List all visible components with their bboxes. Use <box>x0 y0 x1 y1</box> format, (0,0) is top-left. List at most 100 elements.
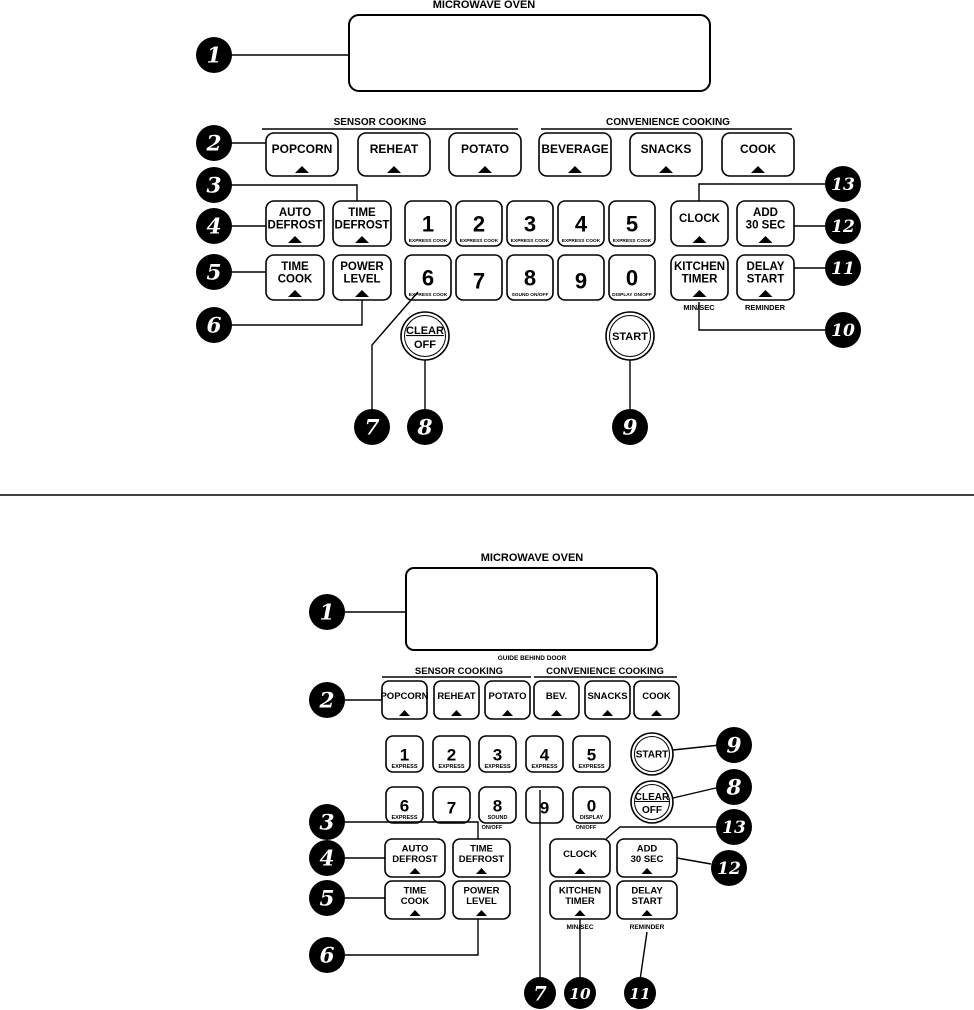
panel1-clock-button-label: CLOCK <box>679 213 721 225</box>
panel1-start-button[interactable]: START <box>605 311 655 361</box>
panel2-callout-10-number: 10 <box>569 985 591 1003</box>
panel2-time-defrost-button-label-line2: DEFROST <box>459 854 505 865</box>
panel1-time-cook-button-label-line2: COOK <box>278 273 313 285</box>
panel2-bev-button-label: BEV. <box>546 691 567 702</box>
panel2-sensor-cooking-header: SENSOR COOKING <box>415 666 503 677</box>
panel1-kitchen-timer-button-label-line1: KITCHEN <box>674 261 725 273</box>
indicator-arrow-icon <box>288 290 302 297</box>
panel1-number-key-4-digit: 4 <box>575 212 588 237</box>
panel1-number-key-9-digit: 9 <box>575 268 587 293</box>
panel2-title: MICROWAVE OVEN <box>481 552 584 564</box>
panel2-number-key-7[interactable]: 7 <box>432 786 471 824</box>
panel2-callout-8-number: 8 <box>725 776 741 801</box>
panel2-auto-defrost-button-label-line2: DEFROST <box>392 854 438 865</box>
leader-line <box>230 184 358 201</box>
panel1-callout-3-number: 3 <box>206 174 221 199</box>
panel2-convenience-cooking-header: CONVENIENCE COOKING <box>546 666 664 677</box>
panel2-cook-button[interactable]: COOK <box>633 680 680 720</box>
indicator-arrow-icon <box>295 166 309 173</box>
panel1-callout-2-number: 2 <box>205 132 221 157</box>
panel1-number-key-2-caption: EXPRESS COOK <box>460 238 499 244</box>
panel2-snacks-button-label: SNACKS <box>587 691 627 702</box>
panel1-number-key-0-caption: DISPLAY ON/OFF <box>612 292 652 298</box>
leader-line <box>698 183 825 201</box>
panel1-number-key-4-caption: EXPRESS COOK <box>562 238 601 244</box>
panel1-callout-12: 12 <box>825 208 861 244</box>
panel1-number-key-7-digit: 7 <box>473 268 485 293</box>
panel2-callout-13: 13 <box>716 809 752 845</box>
indicator-arrow-icon <box>602 710 613 716</box>
panel1-number-key-9[interactable]: 9 <box>557 254 605 301</box>
panel1-callout-13: 13 <box>825 166 861 202</box>
panel1-add-30-sec-button-label-line2: 30 SEC <box>746 219 786 231</box>
panel2-popcorn-button-label: POPCORN <box>380 691 428 702</box>
panel1-snacks-button[interactable]: SNACKS <box>629 132 703 177</box>
panel2-snacks-button[interactable]: SNACKS <box>584 680 631 720</box>
panel2-number-key-9[interactable]: 9 <box>525 786 564 824</box>
panel1-popcorn-button[interactable]: POPCORN <box>265 132 339 177</box>
panel2-clock-button[interactable]: CLOCK <box>549 838 611 878</box>
indicator-arrow-icon <box>478 166 492 173</box>
panel1-callout-7-number: 7 <box>364 416 379 441</box>
panel2-callout-2-number: 2 <box>318 689 334 714</box>
panel1-callout-1-number: 1 <box>206 44 221 69</box>
panel1-cook-button[interactable]: COOK <box>721 132 795 177</box>
panel1-number-key-7[interactable]: 7 <box>455 254 503 301</box>
panel2-reheat-button[interactable]: REHEAT <box>433 680 480 720</box>
panel2-power-level-button-label-line1: POWER <box>464 886 500 897</box>
panel1-clock-button[interactable]: CLOCK <box>670 200 729 247</box>
panel1-reheat-button[interactable]: REHEAT <box>357 132 431 177</box>
panel1-number-key-5-caption: EXPRESS COOK <box>613 238 652 244</box>
panel2-start-button[interactable]: START <box>630 732 674 776</box>
panel1-kitchen-timer-button-label-line2: TIMER <box>682 273 718 285</box>
panel1-beverage-button[interactable]: BEVERAGE <box>538 132 612 177</box>
panel1-potato-button[interactable]: POTATO <box>448 132 522 177</box>
panel1-auto-defrost-button-label-line1: AUTO <box>279 207 311 219</box>
panel2-potato-button[interactable]: POTATO <box>484 680 531 720</box>
panel2-auto-defrost-button-label-line1: AUTO <box>402 844 429 855</box>
panel2-number-key-6-caption: EXPRESS <box>392 815 418 821</box>
panel1-callout-10: 10 <box>825 312 861 348</box>
panel1-time-defrost-button-label-line1: TIME <box>348 207 376 219</box>
indicator-arrow-icon <box>574 868 586 874</box>
panel2-callout-4-number: 4 <box>319 847 334 872</box>
panel2-number-key-0-caption: DISPLAY <box>580 815 604 821</box>
panel2-bev-button[interactable]: BEV. <box>533 680 580 720</box>
panel1-auto-defrost-button-label-line2: DEFROST <box>268 219 323 231</box>
panel1-callout-8: 8 <box>407 409 443 445</box>
panel1-delay-start-button-label-line2: START <box>747 273 784 285</box>
panel2-popcorn-button[interactable]: POPCORN <box>380 680 429 720</box>
